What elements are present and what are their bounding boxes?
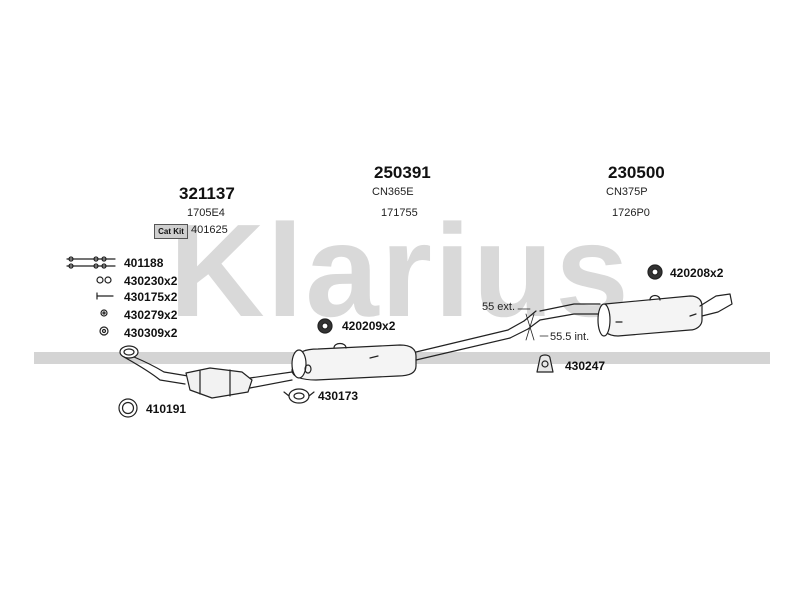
- fitting-401188: 401188: [124, 256, 164, 270]
- rubber-hanger-icon: [647, 264, 663, 280]
- part-code-cn375p: CN375P: [606, 186, 648, 198]
- fitting-430309: 430309x2: [124, 326, 178, 340]
- gasket-ring-icon: [118, 398, 138, 418]
- part-code-1705e4: 1705E4: [187, 207, 225, 219]
- cat-kit-code: 401625: [191, 224, 228, 236]
- callout-420209: 420209x2: [342, 319, 396, 333]
- fitting-430230: 430230x2: [124, 274, 178, 288]
- front-pipe-with-catalyst: [119, 345, 293, 399]
- part-number-321137: 321137: [179, 184, 235, 203]
- callout-430173: 430173: [318, 389, 359, 403]
- spring-icon: [96, 292, 114, 300]
- nut-icon: [96, 276, 112, 284]
- dimension-int: 55.5 int.: [550, 331, 590, 343]
- cat-kit-badge: Cat Kit: [154, 224, 188, 239]
- dimension-marker: [517, 308, 549, 341]
- brand-watermark: Klarius: [169, 197, 631, 344]
- rear-silencer: [539, 293, 733, 337]
- bolt-icon: [66, 256, 116, 269]
- rubber-hanger-icon: [317, 318, 333, 334]
- fitting-430279: 430279x2: [124, 308, 178, 322]
- part-code-1726p0: 1726P0: [612, 207, 650, 219]
- fitting-430175: 430175x2: [124, 290, 178, 304]
- centre-silencer: [291, 310, 541, 381]
- part-code-cn365e: CN365E: [372, 186, 414, 198]
- part-number-250391: 250391: [374, 163, 431, 182]
- callout-430247: 430247: [565, 359, 606, 373]
- dimension-ext: 55 ext.: [482, 301, 516, 313]
- washer-icon: [100, 309, 108, 317]
- clamp-icon: [283, 388, 315, 404]
- part-number-230500: 230500: [608, 163, 665, 182]
- part-code-171755: 171755: [381, 207, 418, 219]
- callout-410191: 410191: [146, 402, 187, 416]
- clamp-icon: [99, 326, 109, 336]
- callout-420208: 420208x2: [670, 266, 724, 280]
- rubber-hanger-icon: [536, 354, 554, 373]
